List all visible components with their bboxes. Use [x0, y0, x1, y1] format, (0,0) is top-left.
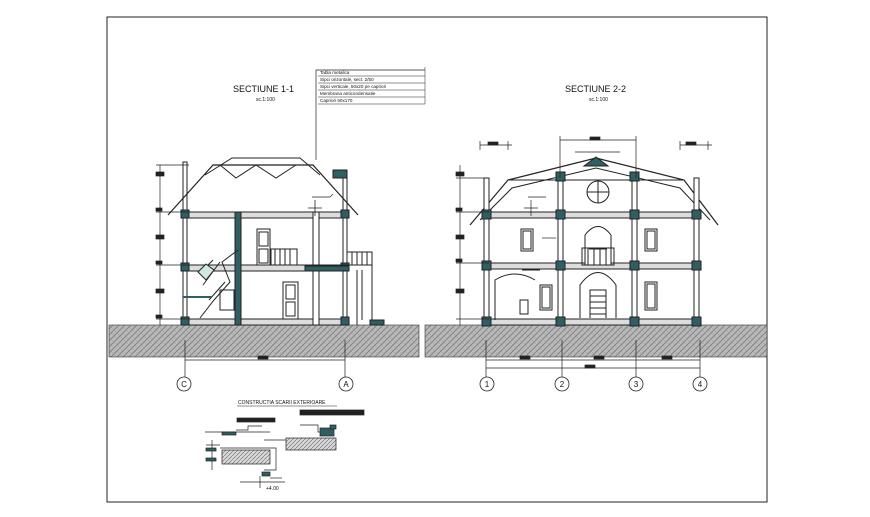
section-1-title: SECTIUNE 1-1: [233, 84, 294, 94]
axis-bubble-2: [554, 376, 570, 392]
axis-bubble-1: [479, 376, 495, 392]
axis-bubble-a: [338, 376, 354, 392]
section-1-1: SECTIUNE 1-1 sc.1:100: [108, 67, 426, 392]
sheet-border: [106, 16, 768, 503]
callout-line-4: Membrana anticondensatie: [320, 91, 376, 96]
stair-detail: CONSTRUCTIA SCARII EXTERIOARE +4.00: [205, 400, 365, 492]
axis-label-c: C: [181, 380, 187, 389]
callout-line-3: Sipci verticale, 50x20 pe capriori: [320, 84, 386, 89]
section-2-title: SECTIUNE 2-2: [565, 84, 626, 94]
axis-label-1: 1: [485, 380, 490, 389]
axis-label-2: 2: [560, 380, 565, 389]
section-2-scale: sc.1:100: [589, 97, 608, 103]
section-1-scale: sc.1:100: [256, 97, 275, 103]
callout-line-5: Capriori 60x170: [320, 98, 353, 103]
axis-bubble-4: [692, 376, 708, 392]
axis-label-3: 3: [634, 380, 639, 389]
axis-bubble-3: [628, 376, 644, 392]
dimensions-1: [155, 164, 346, 378]
detail-title: CONSTRUCTIA SCARII EXTERIOARE: [238, 400, 326, 406]
axis-bubbles-1: C A: [176, 376, 354, 392]
building-1-structure: [167, 157, 385, 326]
material-callout: Tabla metalica Sipci orizontale, sect. 2…: [315, 67, 426, 160]
detail-dimension: +4.00: [266, 486, 279, 492]
callout-line-2: Sipci orizontale, sect. 2/50: [320, 77, 374, 82]
callout-line-1: Tabla metalica: [320, 70, 350, 75]
building-2-structure: [469, 156, 719, 327]
axis-bubble-c: [176, 376, 192, 392]
section-2-2: SECTIUNE 2-2 sc.1:100: [424, 84, 768, 392]
ground-hatch-1: [108, 324, 420, 358]
dimensions-2: [455, 136, 712, 378]
axis-bubbles-2: 1 2 3 4: [479, 376, 708, 392]
ground-hatch-2: [424, 324, 768, 358]
axis-label-4: 4: [698, 380, 703, 389]
axis-label-a: A: [343, 380, 349, 389]
